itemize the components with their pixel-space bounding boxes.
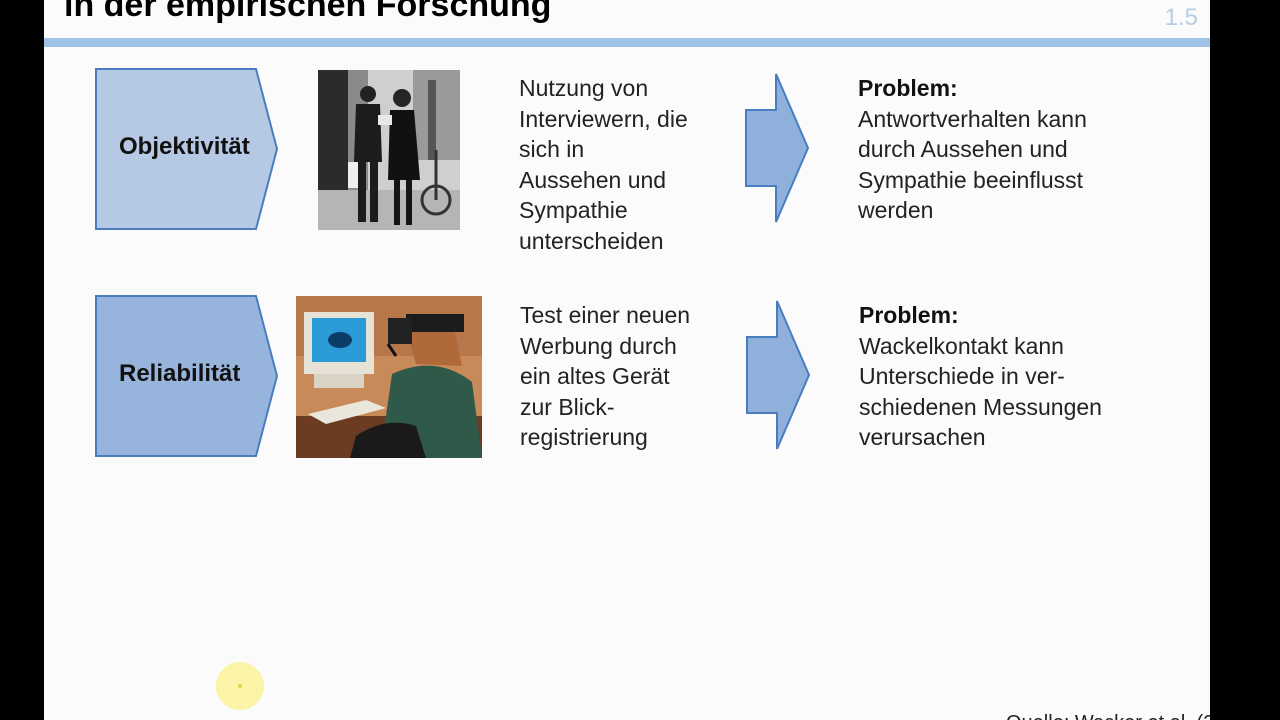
slide-title: in der empirischen Forschung	[64, 0, 552, 24]
problem-block: Problem: Wackelkontakt kann Unterschiede…	[859, 300, 1102, 453]
criterion-label: Reliabilität	[119, 360, 241, 387]
problem-text: Wackelkontakt kann Unterschiede in ver- …	[859, 332, 1102, 451]
slide-number: 1.5	[1164, 4, 1198, 31]
laser-pointer-icon	[216, 662, 264, 710]
eyetracking-photo	[296, 296, 482, 458]
problem-title: Problem:	[859, 302, 959, 328]
problem-block: Problem: Antwortverhalten kann durch Aus…	[858, 73, 1087, 226]
description-text: Nutzung von Interviewern, die sich in Au…	[519, 75, 688, 254]
street-photo	[318, 70, 460, 230]
description-text: Test einer neuen Werbung durch ein altes…	[520, 302, 691, 450]
criterion-label: Objektivität	[119, 133, 250, 160]
right-arrow-icon	[744, 72, 812, 229]
criterion-pentagon: Objektivität	[94, 67, 280, 233]
right-arrow-icon	[745, 299, 813, 456]
criterion-pentagon: Reliabilität	[94, 294, 280, 460]
problem-title: Problem:	[858, 75, 958, 101]
problem-text: Antwortverhalten kann durch Aussehen und…	[858, 105, 1087, 224]
title-rule	[44, 38, 1210, 47]
slide: in der empirischen Forschung 1.5 Objekti…	[44, 0, 1210, 720]
source-citation: Quelle: Wacker et al. (2011)	[1006, 712, 1210, 720]
